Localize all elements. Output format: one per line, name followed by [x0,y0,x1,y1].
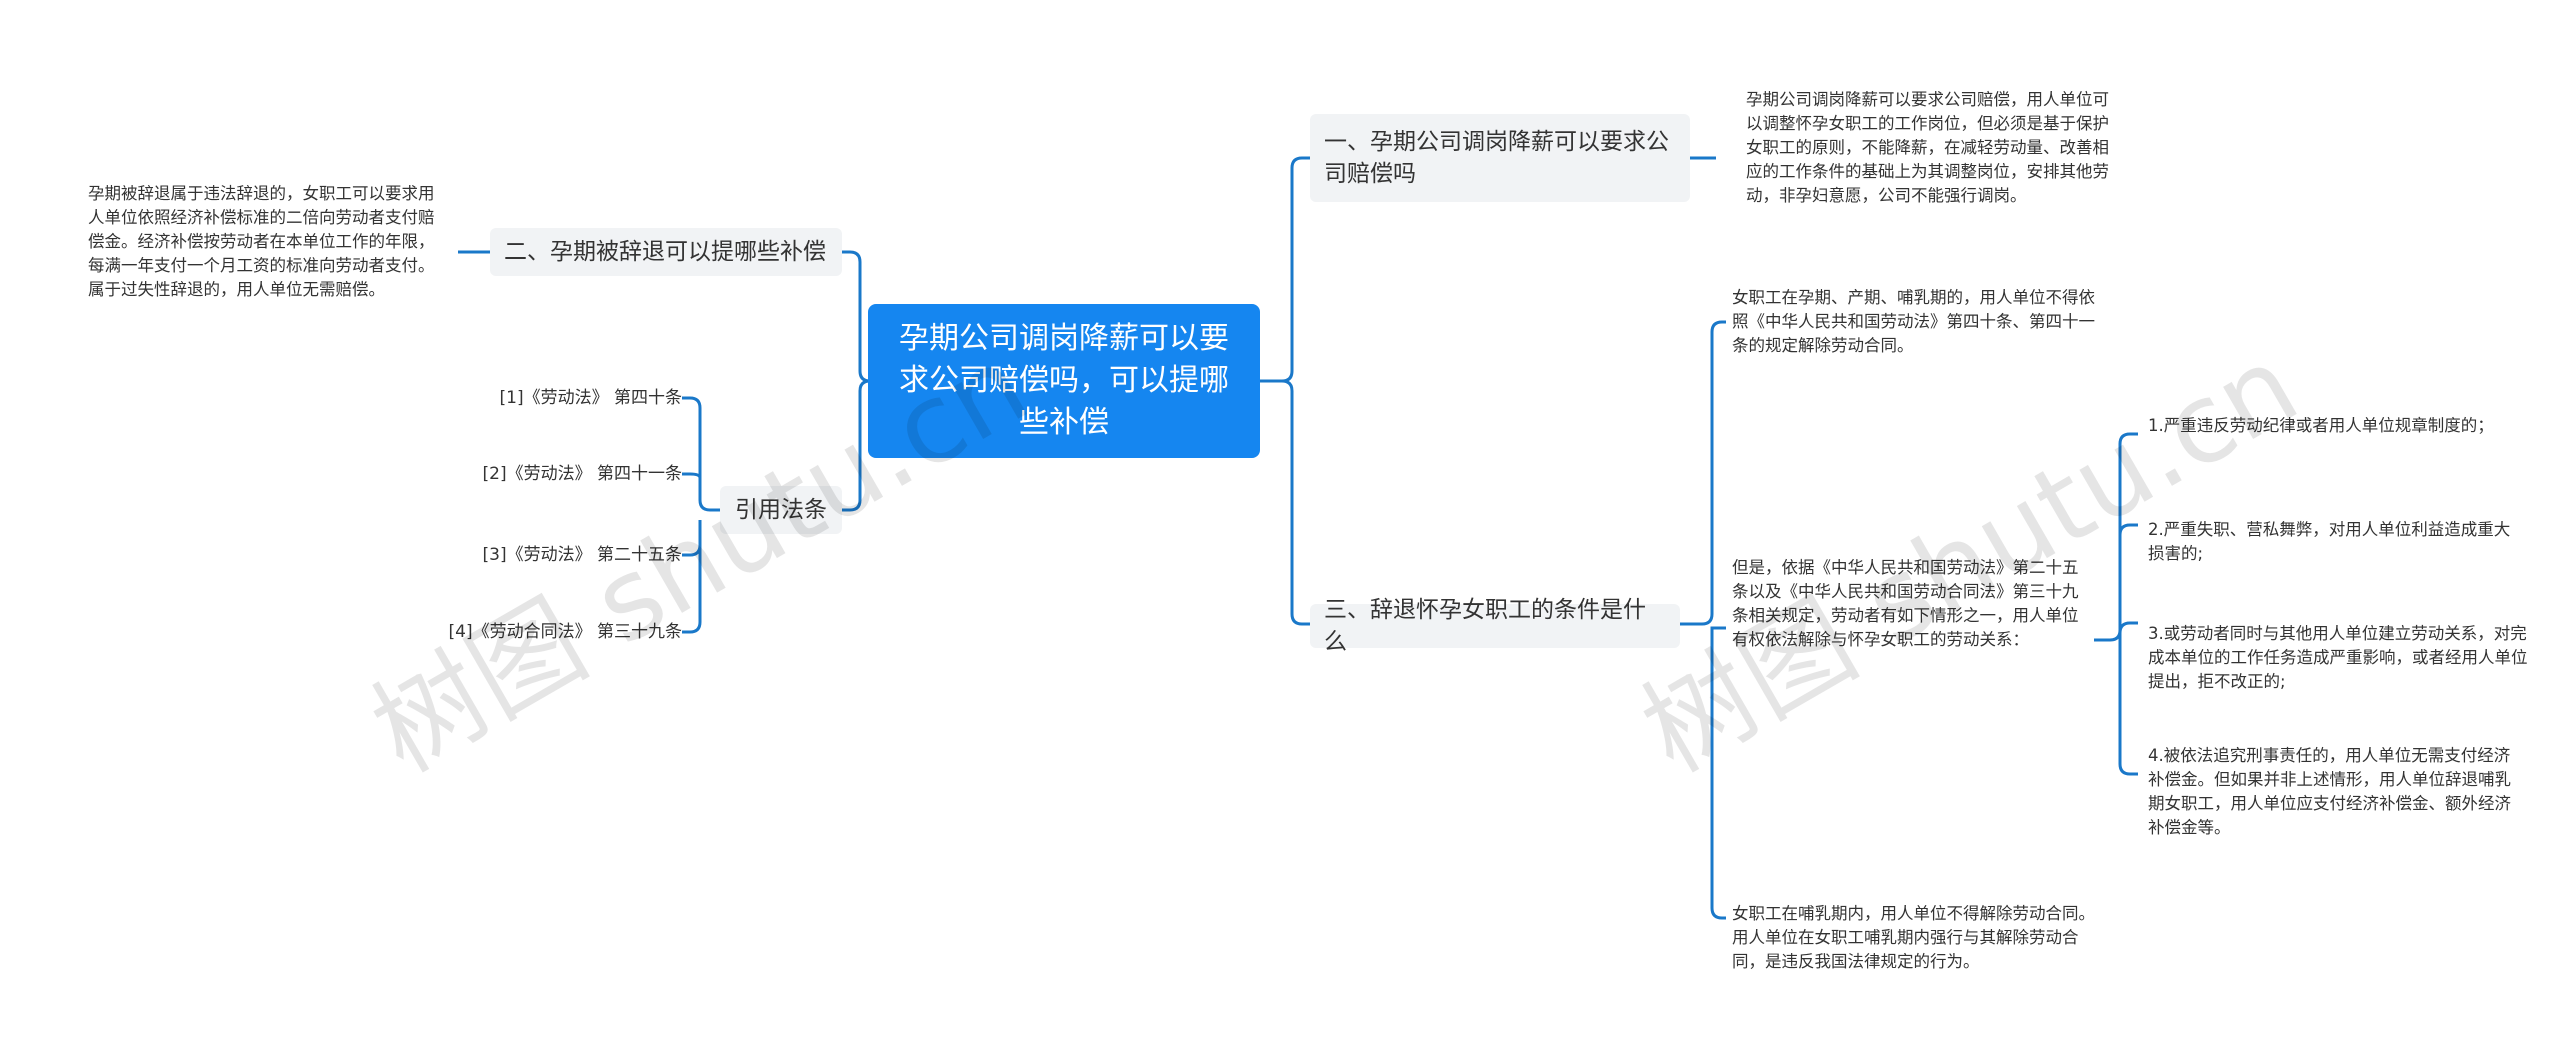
link-t2-items [2094,432,2138,776]
b3-item-4: 4.被依法追究刑事责任的，用人单位无需支付经济补偿金。但如果并非上述情形，用人单… [2148,746,2511,837]
b3-item-3: 3.或劳动者同时与其他用人单位建立劳动关系，对完成本单位的工作任务造成严重影响，… [2148,624,2528,691]
link-root-b2 [842,250,871,383]
branch-b1[interactable]: 一、孕期公司调岗降薪可以要求公司赔偿吗 [1310,114,1690,202]
root-topic[interactable]: 孕期公司调岗降薪可以要求公司赔偿吗，可以提哪些补偿 [868,304,1260,458]
branch-b1-label: 一、孕期公司调岗降薪可以要求公司赔偿吗 [1324,129,1669,187]
branch-b2[interactable]: 二、孕期被辞退可以提哪些补偿 [490,228,842,276]
ref-item-3: [3]《劳动法》 第二十五条 [482,545,682,565]
b3-item-2: 2.严重失职、营私舞弊，对用人单位利益造成重大损害的; [2148,520,2511,563]
b3-item-1: 1.严重违反劳动纪律或者用人单位规章制度的； [2148,416,2494,435]
link-root-refs [842,379,871,512]
link-root-b3 [1260,379,1310,626]
link-root-b1 [1260,156,1310,383]
b3-text-3: 女职工在哺乳期内，用人单位不得解除劳动合同。用人单位在女职工哺乳期内强行与其解除… [1732,904,2095,971]
ref-item-2: [2]《劳动法》 第四十一条 [482,464,682,484]
branch-b3[interactable]: 三、辞退怀孕女职工的条件是什么 [1310,597,1680,655]
branch-b3-label: 三、辞退怀孕女职工的条件是什么 [1324,597,1646,655]
b3-text-1: 女职工在孕期、产期、哺乳期的，用人单位不得依照《中华人民共和国劳动法》第四十条、… [1732,288,2095,355]
branch-refs-label: 引用法条 [735,497,827,523]
branch-b2-label: 二、孕期被辞退可以提哪些补偿 [504,239,826,265]
root-title: 孕期公司调岗降薪可以要求公司赔偿吗，可以提哪些补偿 [899,321,1229,440]
branch-refs[interactable]: 引用法条 [720,486,842,534]
ref-item-1: [1]《劳动法》 第四十条 [499,388,682,408]
b3-text-2: 但是，依据《中华人民共和国劳动法》第二十五条以及《中华人民共和国劳动合同法》第三… [1732,558,2079,649]
link-b3-texts [1680,320,1726,920]
b1-detail-text: 孕期公司调岗降薪可以要求公司赔偿，用人单位可以调整怀孕女职工的工作岗位，但必须是… [1746,90,2109,205]
b2-detail-text: 孕期被辞退属于违法辞退的，女职工可以要求用人单位依照经济补偿标准的二倍向劳动者支… [88,184,435,299]
link-refs-items [682,396,720,634]
ref-item-4: [4]《劳动合同法》 第三十九条 [448,622,682,642]
